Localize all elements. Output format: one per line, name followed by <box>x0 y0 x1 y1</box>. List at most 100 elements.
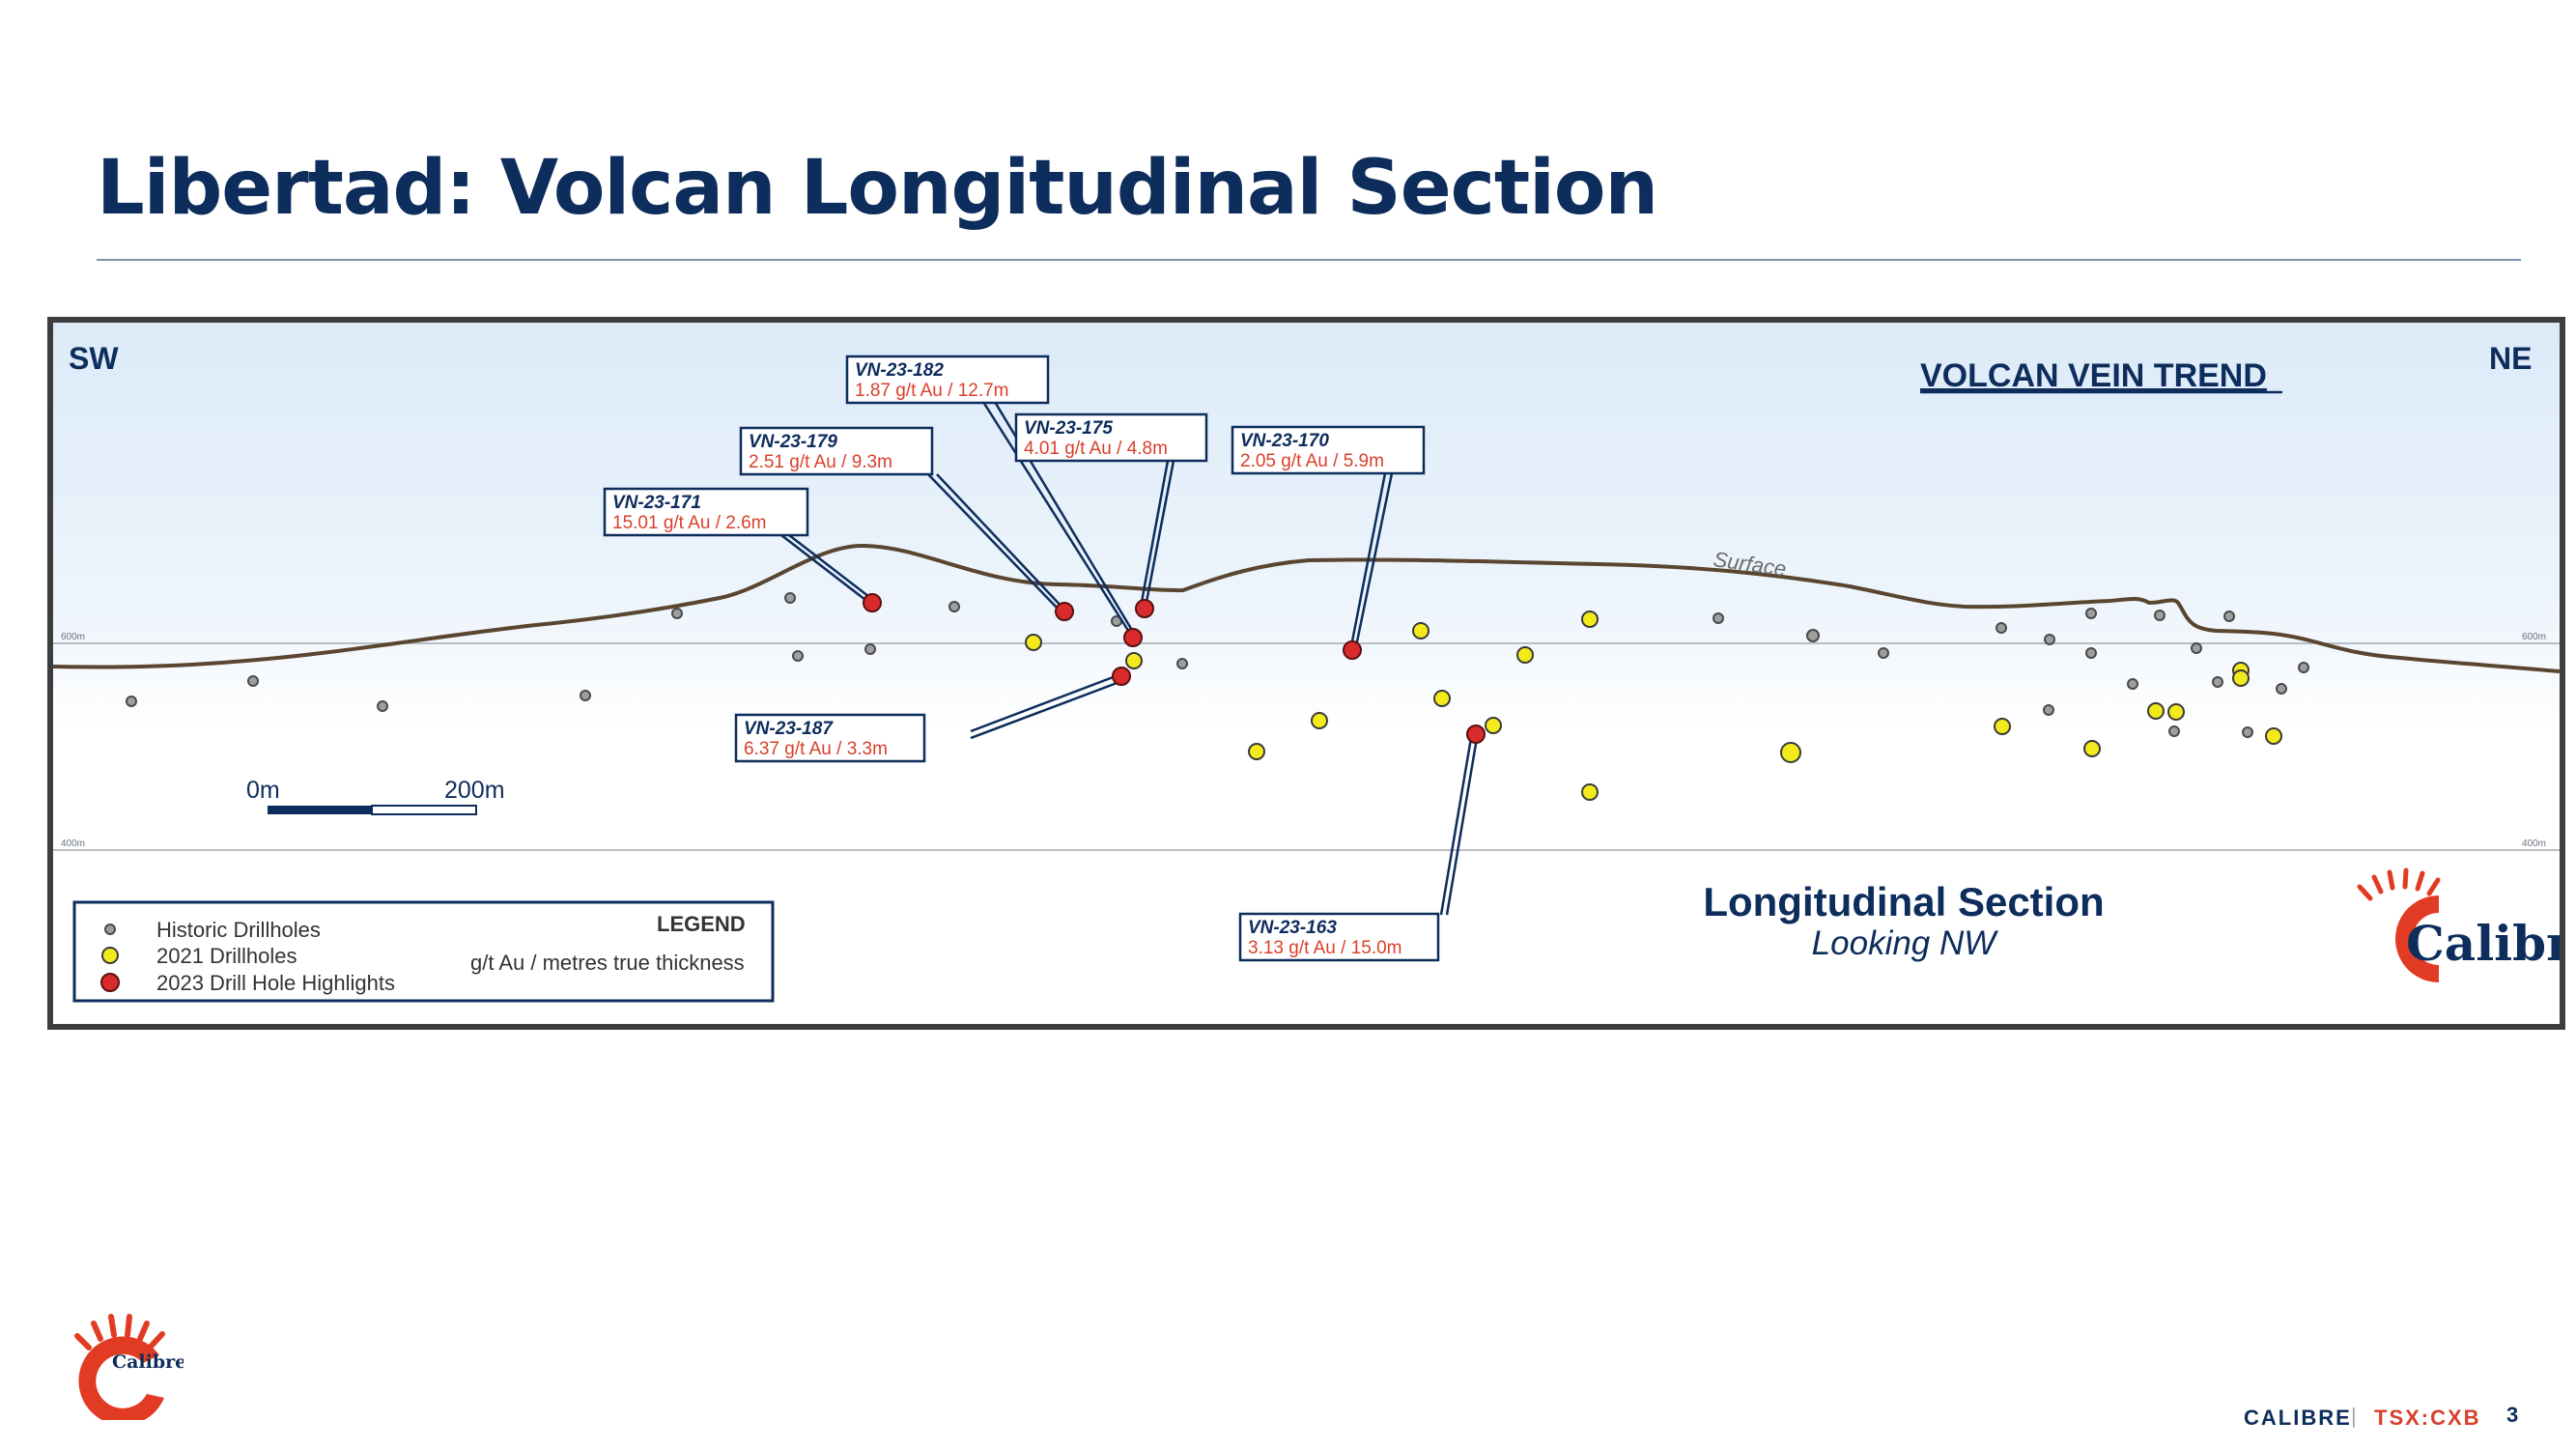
elevation-label-400m-right: 400m <box>2522 838 2546 849</box>
page-number: 3 <box>2506 1403 2519 1427</box>
surface-line <box>53 543 2560 673</box>
historic-drillhole <box>1806 629 1820 642</box>
drillhole-2021 <box>1994 718 2011 735</box>
footer-company-name: CALIBRE <box>2244 1406 2352 1430</box>
drillhole-vn-23-163[interactable] <box>1466 724 1486 744</box>
elevation-label-400m-left: 400m <box>61 838 85 849</box>
scale-bar: 0m 200m <box>246 777 505 815</box>
view-subtitle: Looking NW <box>1812 924 1999 962</box>
drillhole-2021 <box>1485 717 1502 734</box>
historic-drillhole <box>671 608 683 619</box>
historic-drillhole <box>2085 608 2097 619</box>
callout-hole-id: VN-23-182 <box>855 360 944 381</box>
historic-drillhole <box>377 700 388 712</box>
drillhole-2021 <box>1248 743 1265 760</box>
ne-label: NE <box>2489 341 2532 376</box>
drillhole-vn-23-175[interactable] <box>1135 599 1154 618</box>
historic-drillhole <box>948 601 960 612</box>
vein-trend-label: VOLCAN VEIN TREND <box>1920 357 2267 394</box>
historic-drillhole <box>2298 662 2309 673</box>
drillhole-2021 <box>1433 690 1451 707</box>
drillhole-2021 <box>1516 646 1534 664</box>
calibre-logo-mark <box>2395 895 2439 982</box>
scale-start-label: 0m <box>246 777 280 804</box>
drillholes-2021 <box>1025 611 2282 801</box>
historic-drillhole <box>2168 725 2180 737</box>
drillhole-2021 <box>2083 740 2101 757</box>
footer-separator: | <box>2351 1404 2357 1428</box>
callout-vn-23-171[interactable]: VN-23-171 15.01 g/t Au / 2.6m <box>603 487 809 537</box>
callout-result: 1.87 g/t Au / 12.7m <box>855 381 1009 401</box>
drillhole-2021 <box>1311 712 1328 729</box>
legend-units: g/t Au / metres true thickness <box>470 951 745 975</box>
historic-drillhole <box>792 650 804 662</box>
drillhole-2021 <box>1025 634 1042 651</box>
callout-hole-id: VN-23-175 <box>1024 418 1113 439</box>
historic-drillhole <box>1713 612 1724 624</box>
historic-drillhole <box>2276 683 2287 695</box>
historic-drillhole <box>2044 634 2055 645</box>
callout-hole-id: VN-23-163 <box>1248 918 1337 938</box>
page-title: Libertad: Volcan Longitudinal Section <box>97 145 1658 232</box>
historic-drillhole <box>2191 642 2202 654</box>
historic-drillhole <box>1996 622 2007 634</box>
drillhole-vn-23-187[interactable] <box>1112 667 1131 686</box>
callout-result: 2.51 g/t Au / 9.3m <box>749 452 892 472</box>
drillhole-2021 <box>1780 742 1801 763</box>
historic-drillhole <box>1176 658 1188 669</box>
callout-result: 15.01 g/t Au / 2.6m <box>612 513 767 533</box>
callout-hole-id: VN-23-171 <box>612 493 701 513</box>
callout-vn-23-170[interactable]: VN-23-170 2.05 g/t Au / 5.9m <box>1231 425 1426 475</box>
calibre-logo-text: Calibre <box>2406 915 2560 972</box>
historic-drillhole <box>2242 726 2253 738</box>
historic-drillhole <box>864 643 876 655</box>
footer-calibre-logo: Calibre <box>68 1309 186 1426</box>
legend-2021-swatch <box>101 947 119 964</box>
calibre-logo: Calibre <box>2357 867 2560 982</box>
surface-label: Surface <box>1712 547 1788 581</box>
elevation-label-600m-right: 600m <box>2522 632 2546 642</box>
drillhole-vn-23-170[interactable] <box>1343 640 1362 660</box>
title-divider <box>97 259 2521 261</box>
historic-drillholes <box>126 592 2309 738</box>
legend-title: LEGEND <box>657 912 746 936</box>
view-title: Longitudinal Section <box>1703 879 2104 924</box>
callout-hole-id: VN-23-179 <box>749 432 837 452</box>
callout-hole-id: VN-23-170 <box>1240 431 1329 451</box>
historic-drillhole <box>2154 610 2166 621</box>
drillholes-2023-highlights <box>863 593 1486 744</box>
legend-box: Historic Drillholes 2021 Drillholes 2023… <box>72 900 775 1003</box>
drillhole-2021 <box>1581 783 1599 801</box>
sw-label: SW <box>69 341 119 376</box>
historic-drillhole <box>2212 676 2223 688</box>
legend-2021-label: 2021 Drillholes <box>156 944 297 968</box>
drillhole-2021 <box>1125 652 1143 669</box>
historic-drillhole <box>580 690 591 701</box>
legend-historic-swatch <box>104 923 116 935</box>
legend-2023-label: 2023 Drill Hole Highlights <box>156 971 395 995</box>
callout-result: 2.05 g/t Au / 5.9m <box>1240 451 1384 471</box>
callout-vn-23-179[interactable]: VN-23-179 2.51 g/t Au / 9.3m <box>739 426 934 476</box>
callout-result: 6.37 g/t Au / 3.3m <box>744 739 888 759</box>
drillhole-2021 <box>2167 703 2185 721</box>
elevation-label-600m-left: 600m <box>61 632 85 642</box>
drillhole-vn-23-179[interactable] <box>1055 602 1074 621</box>
longitudinal-section-diagram: 600m 600m 400m 400m Surface SW NE VOLCAN… <box>47 317 2565 1030</box>
drillhole-vn-23-171[interactable] <box>863 593 882 612</box>
drillhole-2021 <box>1412 622 1430 639</box>
historic-drillhole <box>784 592 796 604</box>
callout-vn-23-187[interactable]: VN-23-187 6.37 g/t Au / 3.3m <box>734 713 926 763</box>
legend-historic-label: Historic Drillholes <box>156 918 321 942</box>
drillhole-2021 <box>1581 611 1599 628</box>
callout-hole-id: VN-23-187 <box>744 719 834 739</box>
callout-vn-23-163[interactable]: VN-23-163 3.13 g/t Au / 15.0m <box>1238 912 1440 962</box>
footer-ticker: TSX:CXB <box>2374 1406 2481 1430</box>
callout-vn-23-182[interactable]: VN-23-182 1.87 g/t Au / 12.7m <box>845 355 1050 405</box>
footer-logo-text: Calibre <box>112 1351 184 1373</box>
historic-drillhole <box>126 696 137 707</box>
historic-drillhole <box>247 675 259 687</box>
historic-drillhole <box>2127 678 2138 690</box>
drillhole-vn-23-182[interactable] <box>1123 628 1143 647</box>
callout-vn-23-175[interactable]: VN-23-175 4.01 g/t Au / 4.8m <box>1014 412 1208 463</box>
historic-drillhole <box>2085 647 2097 659</box>
